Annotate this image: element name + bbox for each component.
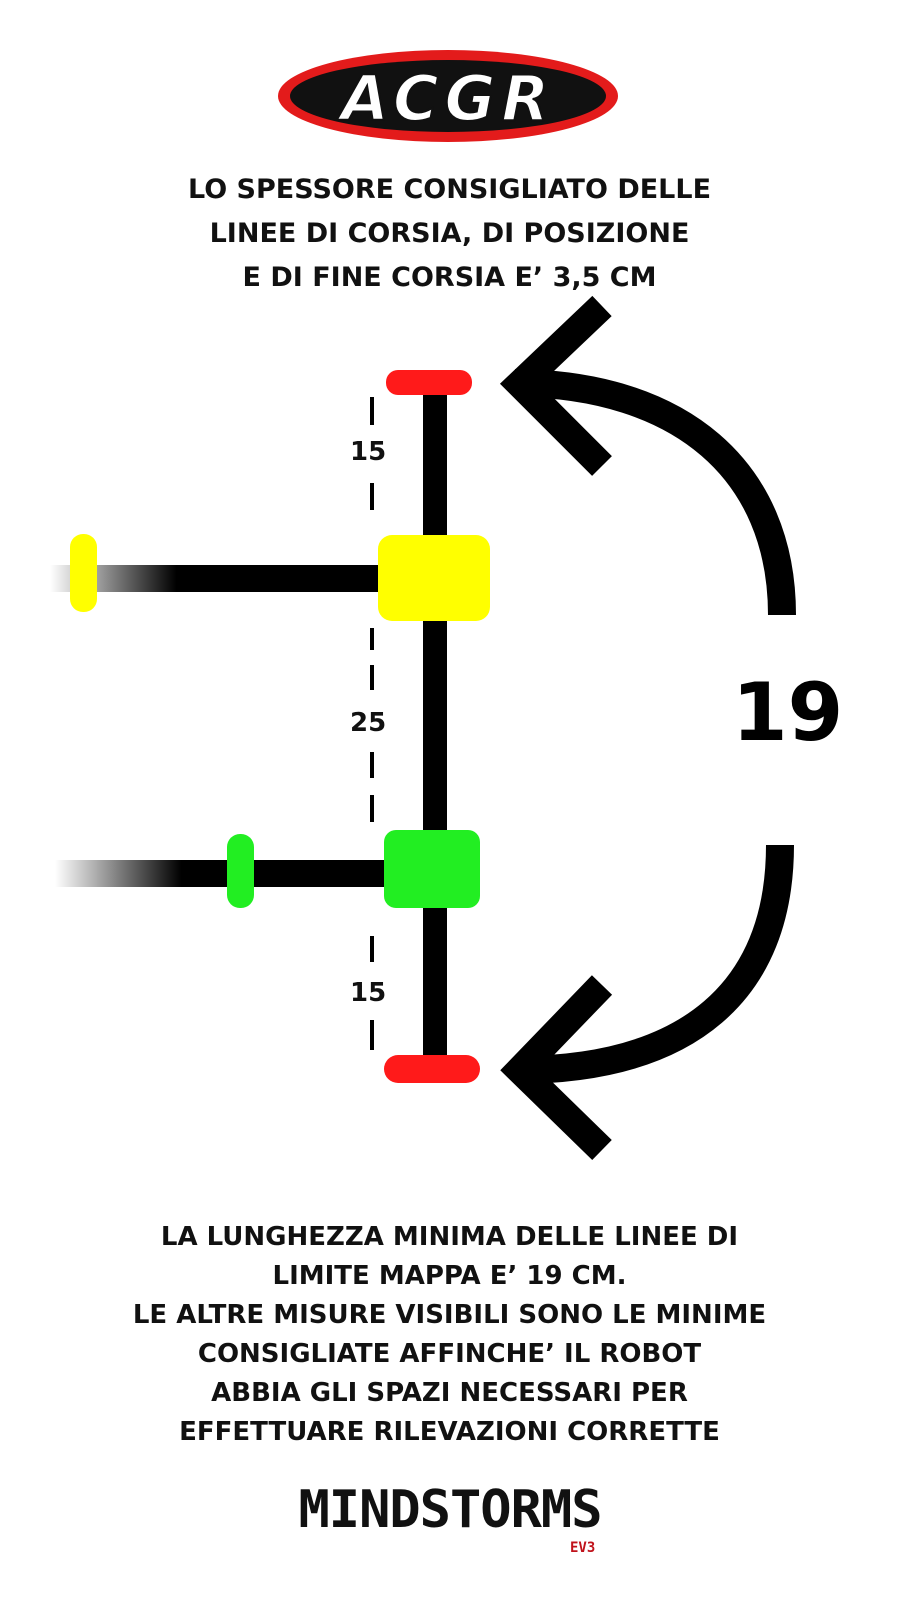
red-end-cap-bottom xyxy=(384,1055,480,1083)
footer-line: ABBIA GLI SPAZI NECESSARI PER xyxy=(211,1378,688,1408)
svg-text:ACGR: ACGR xyxy=(336,62,555,135)
main-vertical-line xyxy=(423,385,447,1075)
header-line: LO SPESSORE CONSIGLIATO DELLE xyxy=(187,174,712,205)
footer-line: LIMITE MAPPA E’ 19 CM. xyxy=(272,1261,627,1291)
footer-line: LA LUNGHEZZA MINIMA DELLE LINEE DI xyxy=(160,1222,739,1252)
dimension-top-label: 15 xyxy=(350,437,387,467)
yellow-square xyxy=(378,535,490,621)
yellow-marker xyxy=(70,534,97,612)
green-marker xyxy=(227,834,254,908)
ev3-label: EV3 xyxy=(570,1540,596,1556)
branch-line-yellow xyxy=(50,565,410,592)
dimension-middle-label: 25 xyxy=(350,708,387,738)
header-text: LO SPESSORE CONSIGLIATO DELLE LINEE DI C… xyxy=(0,168,899,300)
red-end-cap-top xyxy=(386,370,472,395)
header-line: LINEE DI CORSIA, DI POSIZIONE xyxy=(209,218,690,249)
arc-arrow-bottom xyxy=(500,844,794,1161)
total-length-label: 19 xyxy=(732,666,844,759)
footer-text: LA LUNGHEZZA MINIMA DELLE LINEE DI LIMIT… xyxy=(0,1218,899,1452)
mindstorms-logo: MINDSTORMS xyxy=(298,1480,602,1540)
dimension-bottom-label: 15 xyxy=(350,978,387,1008)
green-square xyxy=(384,830,480,908)
header-line: E DI FINE CORSIA E’ 3,5 CM xyxy=(242,262,657,293)
acgr-logo: ACGR xyxy=(278,50,618,142)
footer-line: LE ALTRE MISURE VISIBILI SONO LE MINIME xyxy=(132,1300,767,1330)
footer-line: EFFETTUARE RILEVAZIONI CORRETTE xyxy=(179,1417,720,1447)
arc-arrow-top xyxy=(499,295,796,616)
footer-line: CONSIGLIATE AFFINCHE’ IL ROBOT xyxy=(197,1339,702,1369)
